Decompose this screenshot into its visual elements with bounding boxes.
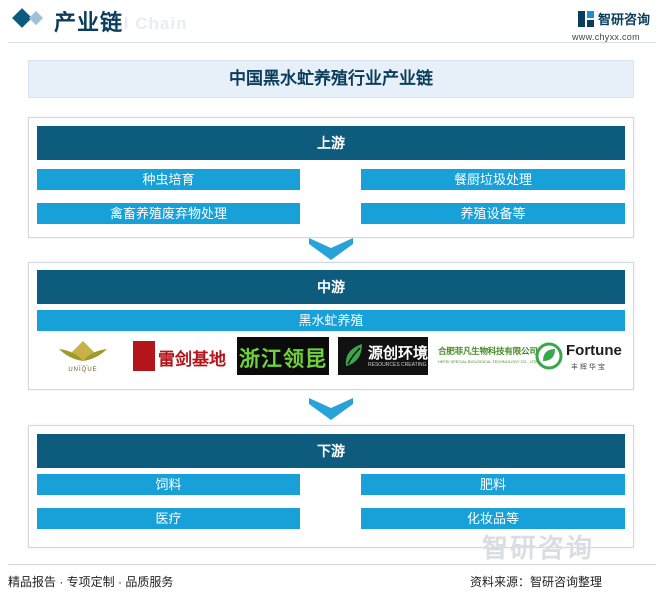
downstream-item: 化妆品等 xyxy=(361,508,625,529)
midstream-item: 黑水虻养殖 xyxy=(37,310,625,331)
svg-text:·······: ······· xyxy=(77,363,89,369)
diagram-title-box: 中国黑水虻养殖行业产业链 xyxy=(28,60,634,98)
logo-subtext: 丰 辉 华 宝 xyxy=(571,364,605,371)
logo-text: 合肥菲凡生物科技有限公司 xyxy=(438,346,538,356)
green-text-logo: 浙江领昆 xyxy=(237,337,329,375)
leaf-icon xyxy=(345,344,362,366)
midstream-header: 中游 xyxy=(37,270,625,304)
page-header: rial Chain 产业链 智研咨询 www.chyxx.com xyxy=(0,0,664,42)
upstream-item: 种虫培育 xyxy=(37,169,300,190)
leaf-logo: 源创环境 RESOURCES CREATING xyxy=(338,337,428,375)
footer-slogan: 精品报告 · 专项定制 · 品质服务 xyxy=(8,575,174,589)
upstream-item: 禽畜养殖废弃物处理 xyxy=(37,203,300,224)
page-title: 产业链 xyxy=(54,10,124,35)
diamond-small-icon xyxy=(28,10,44,26)
brand-name: 智研咨询 xyxy=(598,12,651,27)
company-logos: ······· UNIQUE 雷剑基地 浙江领昆 源创环境 RESOURCES … xyxy=(37,337,625,377)
logo-text: 浙江领昆 xyxy=(239,348,327,371)
logo-subtext: RESOURCES CREATING xyxy=(368,362,427,368)
downstream-item: 医疗 xyxy=(37,508,300,529)
downstream-panel: 下游 饲料 肥料 医疗 化妆品等 xyxy=(28,425,634,548)
logo-text: 雷剑基地 xyxy=(158,350,226,369)
downstream-item: 肥料 xyxy=(361,474,625,495)
logo-subtext: HEFEI SPECIAL BIOLOGICAL TECHNOLOGY CO.,… xyxy=(438,359,537,364)
midstream-panel: 中游 黑水虻养殖 ······· UNIQUE 雷剑基地 浙江领昆 xyxy=(28,262,634,390)
down-arrow-icon xyxy=(309,398,353,420)
logo-text: Fortune xyxy=(566,342,622,359)
footer-divider xyxy=(8,564,656,565)
down-arrow-icon xyxy=(309,238,353,260)
upstream-item: 养殖设备等 xyxy=(361,203,625,224)
logo-text: 源创环境 xyxy=(368,345,429,362)
footer-source: 资料来源：智研咨询整理 xyxy=(470,575,603,589)
downstream-item: 饲料 xyxy=(37,474,300,495)
red-seal-icon xyxy=(133,341,155,371)
header-divider xyxy=(8,42,656,43)
brand-icon xyxy=(578,11,594,27)
text-logo: 合肥菲凡生物科技有限公司 HEFEI SPECIAL BIOLOGICAL TE… xyxy=(438,337,538,375)
upstream-header: 上游 xyxy=(37,126,625,160)
downstream-header: 下游 xyxy=(37,434,625,468)
header-watermark: rial Chain xyxy=(100,14,188,33)
leaf-circle-icon xyxy=(535,342,563,370)
diagram-title: 中国黑水虻养殖行业产业链 xyxy=(229,69,433,88)
upstream-panel: 上游 种虫培育 餐厨垃圾处理 禽畜养殖废弃物处理 养殖设备等 xyxy=(28,117,634,238)
leaf-circle-logo: Fortune 丰 辉 华 宝 xyxy=(535,337,625,375)
seal-logo: 雷剑基地 xyxy=(133,337,227,375)
upstream-item: 餐厨垃圾处理 xyxy=(361,169,625,190)
logo-caption: UNIQUE xyxy=(68,367,98,373)
brand-url: www.chyxx.com xyxy=(572,32,640,42)
footer-watermark: 智研咨询 xyxy=(482,533,595,563)
lotus-logo: ······· UNIQUE xyxy=(45,337,121,375)
